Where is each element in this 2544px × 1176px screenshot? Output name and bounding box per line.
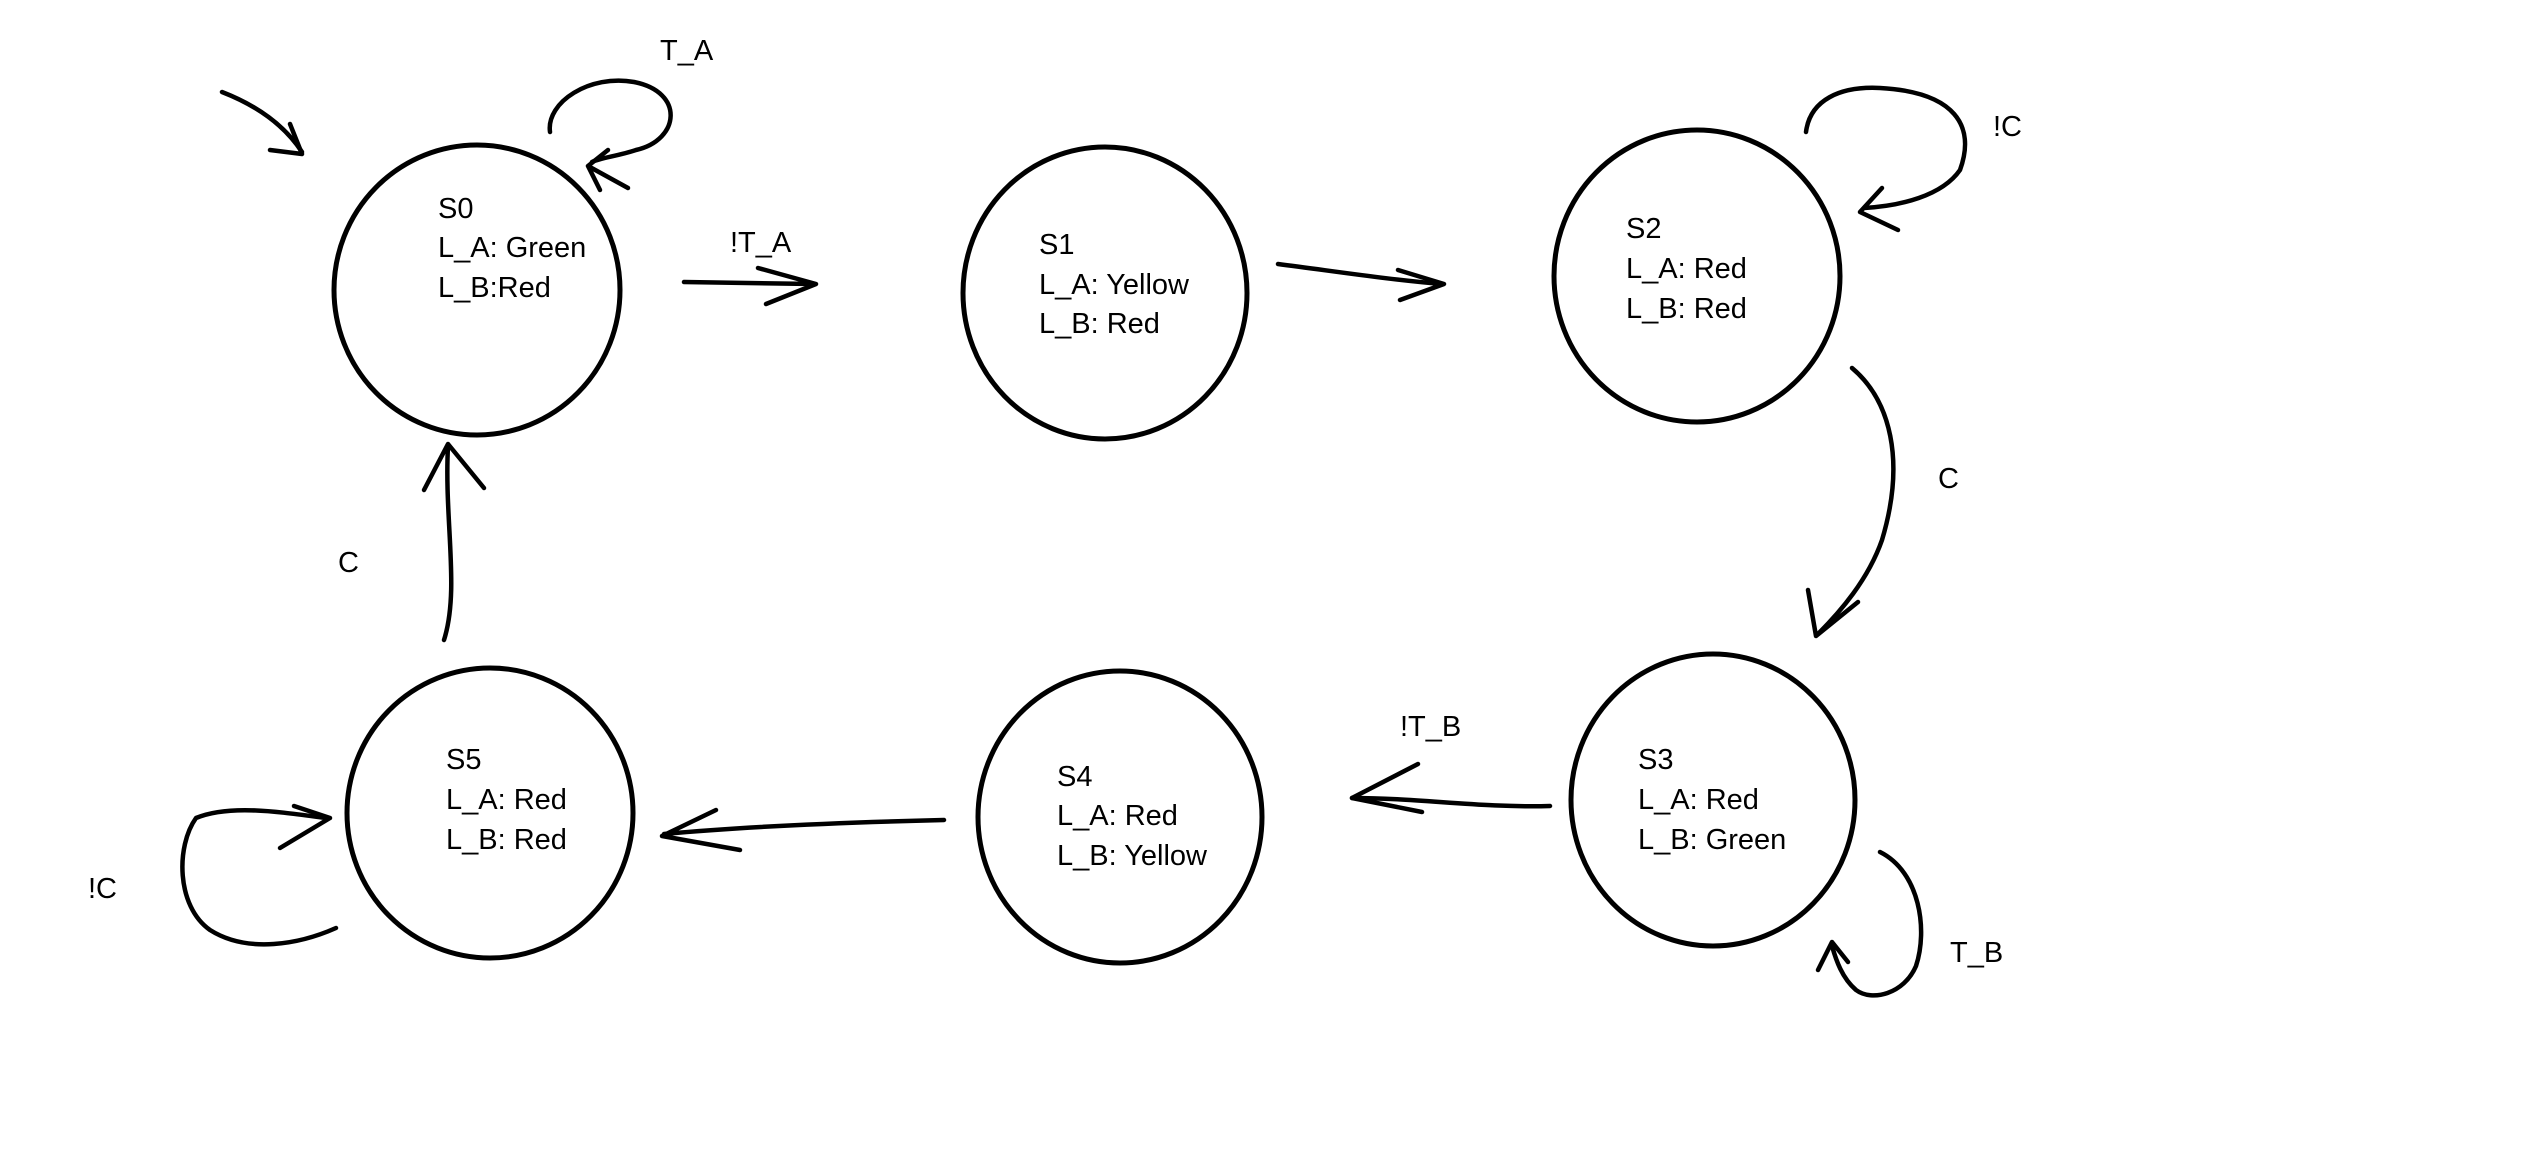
state-s1-line-2: L_B: Red	[1039, 308, 1160, 340]
state-s3: S3 L_A: Red L_B: Green	[1568, 651, 1858, 949]
label-s5-self: !C	[88, 873, 117, 905]
state-s4-line-1: L_A: Red	[1057, 800, 1178, 832]
arrow-s0-s1-line	[681, 279, 817, 287]
arrow-s3-s4-head	[1349, 761, 1425, 815]
state-s5-line-2: L_B: Red	[446, 824, 567, 856]
state-s5-name: S5	[446, 744, 481, 776]
state-s1-name: S1	[1039, 229, 1074, 261]
state-s3-circle	[1568, 651, 1858, 949]
arrow-s5-s0-head	[421, 441, 487, 493]
initial-arrow-head	[267, 121, 305, 157]
state-s4: S4 L_A: Red L_B: Yellow	[975, 668, 1265, 966]
state-s2-circle	[1551, 127, 1843, 425]
state-s2: S2 L_A: Red L_B: Red	[1551, 127, 1843, 425]
label-s3-self: T_B	[1950, 937, 2003, 969]
arrow-s4-s5-head	[659, 807, 743, 853]
transition-s2-self: !C	[1803, 85, 2022, 233]
arrow-s2-s3-head	[1805, 587, 1861, 639]
transition-s1-to-s2	[1275, 261, 1447, 303]
arrow-s2-s3-line	[1815, 365, 1896, 637]
state-s5: S5 L_A: Red L_B: Red	[344, 665, 636, 961]
state-s0-line-1: L_A: Green	[438, 232, 586, 264]
state-s2-line-1: L_A: Red	[1626, 253, 1747, 285]
self-loop-s3-head	[1815, 939, 1851, 973]
transition-s3-to-s4: !T_B	[1349, 711, 1553, 815]
state-s0-name: S0	[438, 193, 473, 225]
self-loop-s0-head	[585, 147, 631, 193]
state-s2-name: S2	[1626, 213, 1661, 245]
transition-s2-to-s3: C	[1805, 365, 1959, 639]
state-s5-circle	[344, 665, 636, 961]
label-s0-s1: !T_A	[730, 227, 792, 259]
self-loop-s3-line	[1829, 849, 1924, 998]
label-s2-self: !C	[1993, 111, 2022, 143]
state-s0-line-2: L_B:Red	[438, 272, 551, 304]
label-s0-self: T_A	[660, 35, 714, 67]
arrow-s4-s5-line	[661, 817, 947, 837]
transition-s3-self: T_B	[1815, 849, 2003, 998]
state-s0: S0 L_A: Green L_B:Red	[331, 142, 623, 438]
arrow-s5-s0-line	[441, 443, 454, 643]
self-loop-s5-line	[180, 807, 339, 947]
arrow-s1-s2-head	[1395, 267, 1447, 303]
transition-s5-to-s0: C	[338, 441, 487, 643]
state-s4-circle	[975, 668, 1265, 966]
label-s2-s3: C	[1938, 463, 1959, 495]
arrow-s0-s1-head	[755, 265, 819, 307]
state-s3-name: S3	[1638, 744, 1673, 776]
transition-start-to-s0	[219, 89, 305, 157]
self-loop-s2-line	[1803, 85, 1968, 211]
state-s5-line-1: L_A: Red	[446, 784, 567, 816]
label-s5-s0: C	[338, 547, 359, 579]
state-s1: S1 L_A: Yellow L_B: Red	[960, 144, 1250, 442]
transition-s5-self: !C	[88, 803, 339, 947]
self-loop-s5-head	[277, 803, 333, 851]
transition-s4-to-s5	[659, 807, 947, 853]
arrow-s3-s4-line	[1349, 795, 1553, 809]
self-loop-s2-head	[1857, 185, 1901, 233]
state-s3-line-2: L_B: Green	[1638, 824, 1786, 856]
self-loop-s0-line	[547, 78, 673, 165]
state-s3-line-1: L_A: Red	[1638, 784, 1759, 816]
transition-s0-self: T_A	[547, 35, 714, 193]
state-s4-line-2: L_B: Yellow	[1057, 840, 1208, 872]
state-s0-circle	[331, 142, 623, 438]
arrow-s1-s2-line	[1275, 261, 1445, 287]
state-s4-name: S4	[1057, 761, 1092, 793]
state-s1-line-1: L_A: Yellow	[1039, 269, 1190, 301]
state-s1-circle	[960, 144, 1250, 442]
state-s2-line-2: L_B: Red	[1626, 293, 1747, 325]
label-s3-s4: !T_B	[1400, 711, 1461, 743]
transition-s0-to-s1: !T_A	[681, 227, 819, 307]
